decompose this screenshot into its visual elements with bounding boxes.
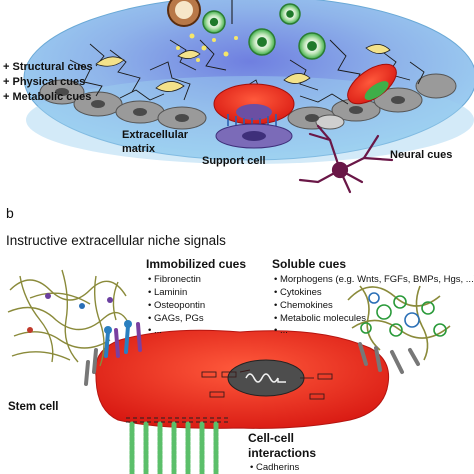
cell-junction-marks: [126, 417, 228, 423]
stromal-cells: [95, 44, 391, 92]
ecm-label: Extracellular: [122, 129, 189, 141]
cue-metabolic: + Metabolic cues: [3, 91, 91, 103]
ecm-label-line2: matrix: [122, 143, 156, 155]
immobilized-matrix-fibres: [7, 269, 131, 367]
blood-vessel-icon: [167, 0, 201, 27]
matrix-nodes: [27, 293, 113, 333]
immobilized-item: • GAGs, PGs: [148, 313, 204, 324]
soluble-item: • Chemokines: [274, 300, 333, 311]
niche-stem-cell: [213, 83, 295, 149]
neural-cues-label: Neural cues: [390, 149, 452, 161]
circulating-cells: [202, 3, 326, 60]
panel-a: + Structural cues + Physical cues + Meta…: [3, 0, 474, 194]
panel-b: b Instructive extracellular niche signal…: [6, 205, 474, 474]
cue-structural: + Structural cues: [3, 61, 93, 73]
soluble-item: • Cytokines: [274, 287, 322, 298]
immobilized-item: • Fibronectin: [148, 274, 201, 285]
immobilized-item: • ...: [148, 325, 162, 336]
cell-cell-label: Cell-cell: [248, 431, 294, 445]
support-cell-nuclei: [55, 88, 405, 122]
neuron-icon: [298, 124, 394, 194]
support-cell-label: Support cell: [202, 155, 266, 167]
cell-cell-label-line2: interactions: [248, 446, 316, 460]
immobilized-item: • Laminin: [148, 287, 187, 298]
soluble-cue-cluster: [347, 285, 451, 361]
integrin-receptors: [84, 320, 142, 386]
stem-cell-label: Stem cell: [8, 401, 59, 413]
cue-physical: + Physical cues: [3, 76, 85, 88]
soluble-item: • ...: [274, 325, 288, 336]
immobilized-heading: Immobilized cues: [146, 257, 246, 271]
panel-b-title: Instructive extracellular niche signals: [6, 233, 226, 248]
immobilized-item: • Osteopontin: [148, 300, 205, 311]
cadherins-item: • Cadherins: [250, 462, 300, 473]
soluble-heading: Soluble cues: [272, 257, 346, 271]
soluble-item: • Morphogens (e.g. Wnts, FGFs, BMPs, Hgs…: [274, 274, 474, 285]
signaling-arrows: [201, 369, 333, 400]
cadherin-row: [129, 421, 219, 474]
soluble-item: • Metabolic molecules: [274, 313, 366, 324]
panel-letter: b: [6, 205, 14, 221]
soluble-cue-receptors: [358, 342, 420, 374]
stem-cell-nucleus: [227, 359, 305, 397]
niche-stem-cell-right: [347, 63, 397, 105]
soluble-factor-dots: [176, 33, 238, 62]
